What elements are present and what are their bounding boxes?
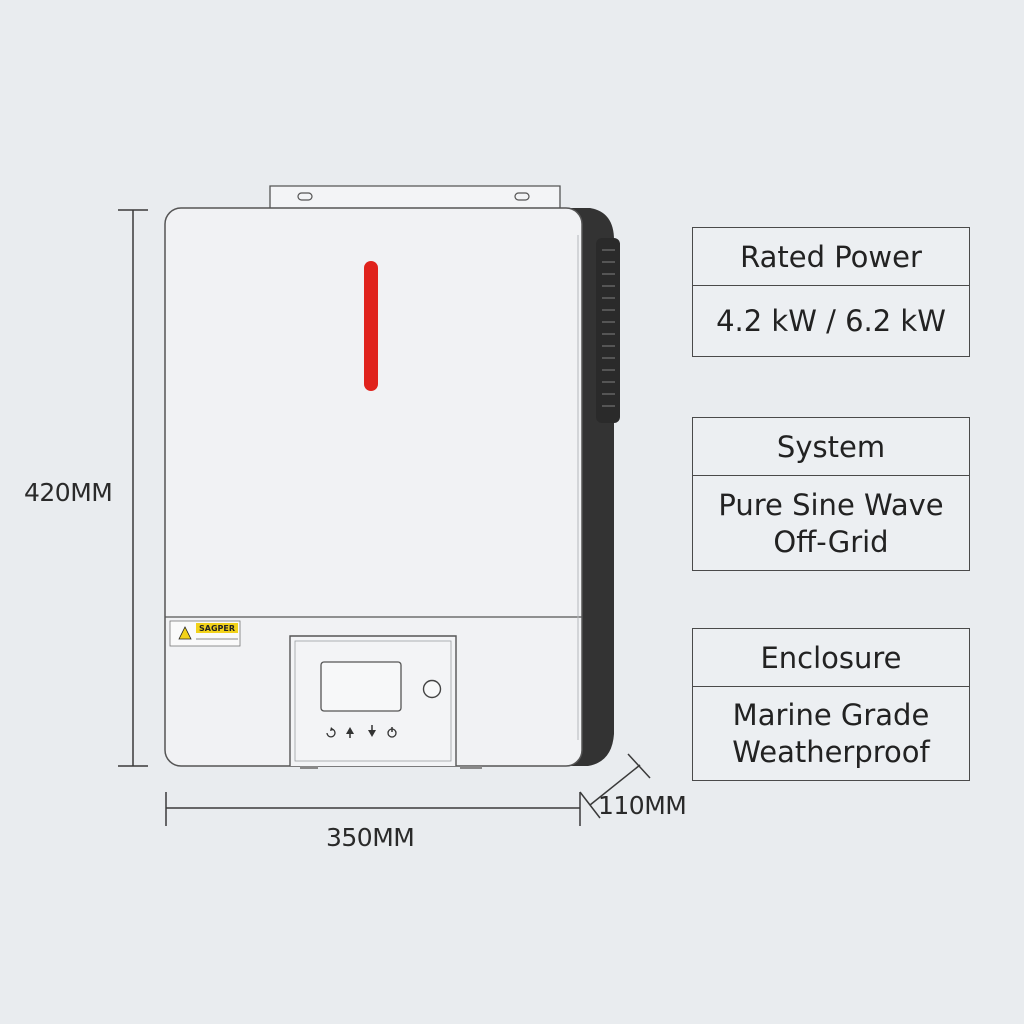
spec-value-line2: Off-Grid (773, 524, 889, 559)
back-icon[interactable] (326, 727, 336, 738)
width-dimension-label: 350MM (326, 823, 415, 852)
spec-box-system: System Pure Sine Wave Off-Grid (692, 417, 970, 571)
mounting-bracket (269, 185, 561, 208)
down-icon[interactable] (368, 725, 376, 737)
power-icon[interactable] (387, 727, 397, 738)
spec-label: System (693, 418, 969, 476)
spec-value-line2: Weatherproof (732, 735, 930, 769)
lcd-display (320, 661, 402, 712)
indicator-light-bar (364, 261, 378, 391)
warning-label-text: SAGPER (199, 624, 235, 633)
height-dimension-line (118, 209, 148, 767)
spec-label: Rated Power (693, 228, 969, 286)
power-knob[interactable] (422, 679, 442, 699)
spec-value: Pure Sine Wave Off-Grid (693, 476, 969, 571)
spec-value-line1: Marine Grade (732, 698, 930, 732)
bottom-ports (300, 766, 482, 769)
spec-label: Enclosure (693, 629, 969, 687)
spec-value: 4.2 kW / 6.2 kW (693, 286, 969, 357)
spec-value-text: 4.2 kW / 6.2 kW (716, 304, 946, 338)
depth-dimension-label: 110MM (598, 791, 687, 820)
height-dimension-label: 420MM (24, 478, 113, 507)
spec-box-rated-power: Rated Power 4.2 kW / 6.2 kW (692, 227, 970, 357)
depth-dimension-line (579, 753, 651, 819)
spec-value-line1: Pure Sine Wave (718, 487, 944, 522)
spec-box-enclosure: Enclosure Marine Grade Weatherproof (692, 628, 970, 781)
width-dimension-line (165, 792, 581, 826)
spec-value: Marine Grade Weatherproof (693, 687, 969, 781)
up-icon[interactable] (346, 727, 354, 738)
warning-label (169, 620, 241, 647)
